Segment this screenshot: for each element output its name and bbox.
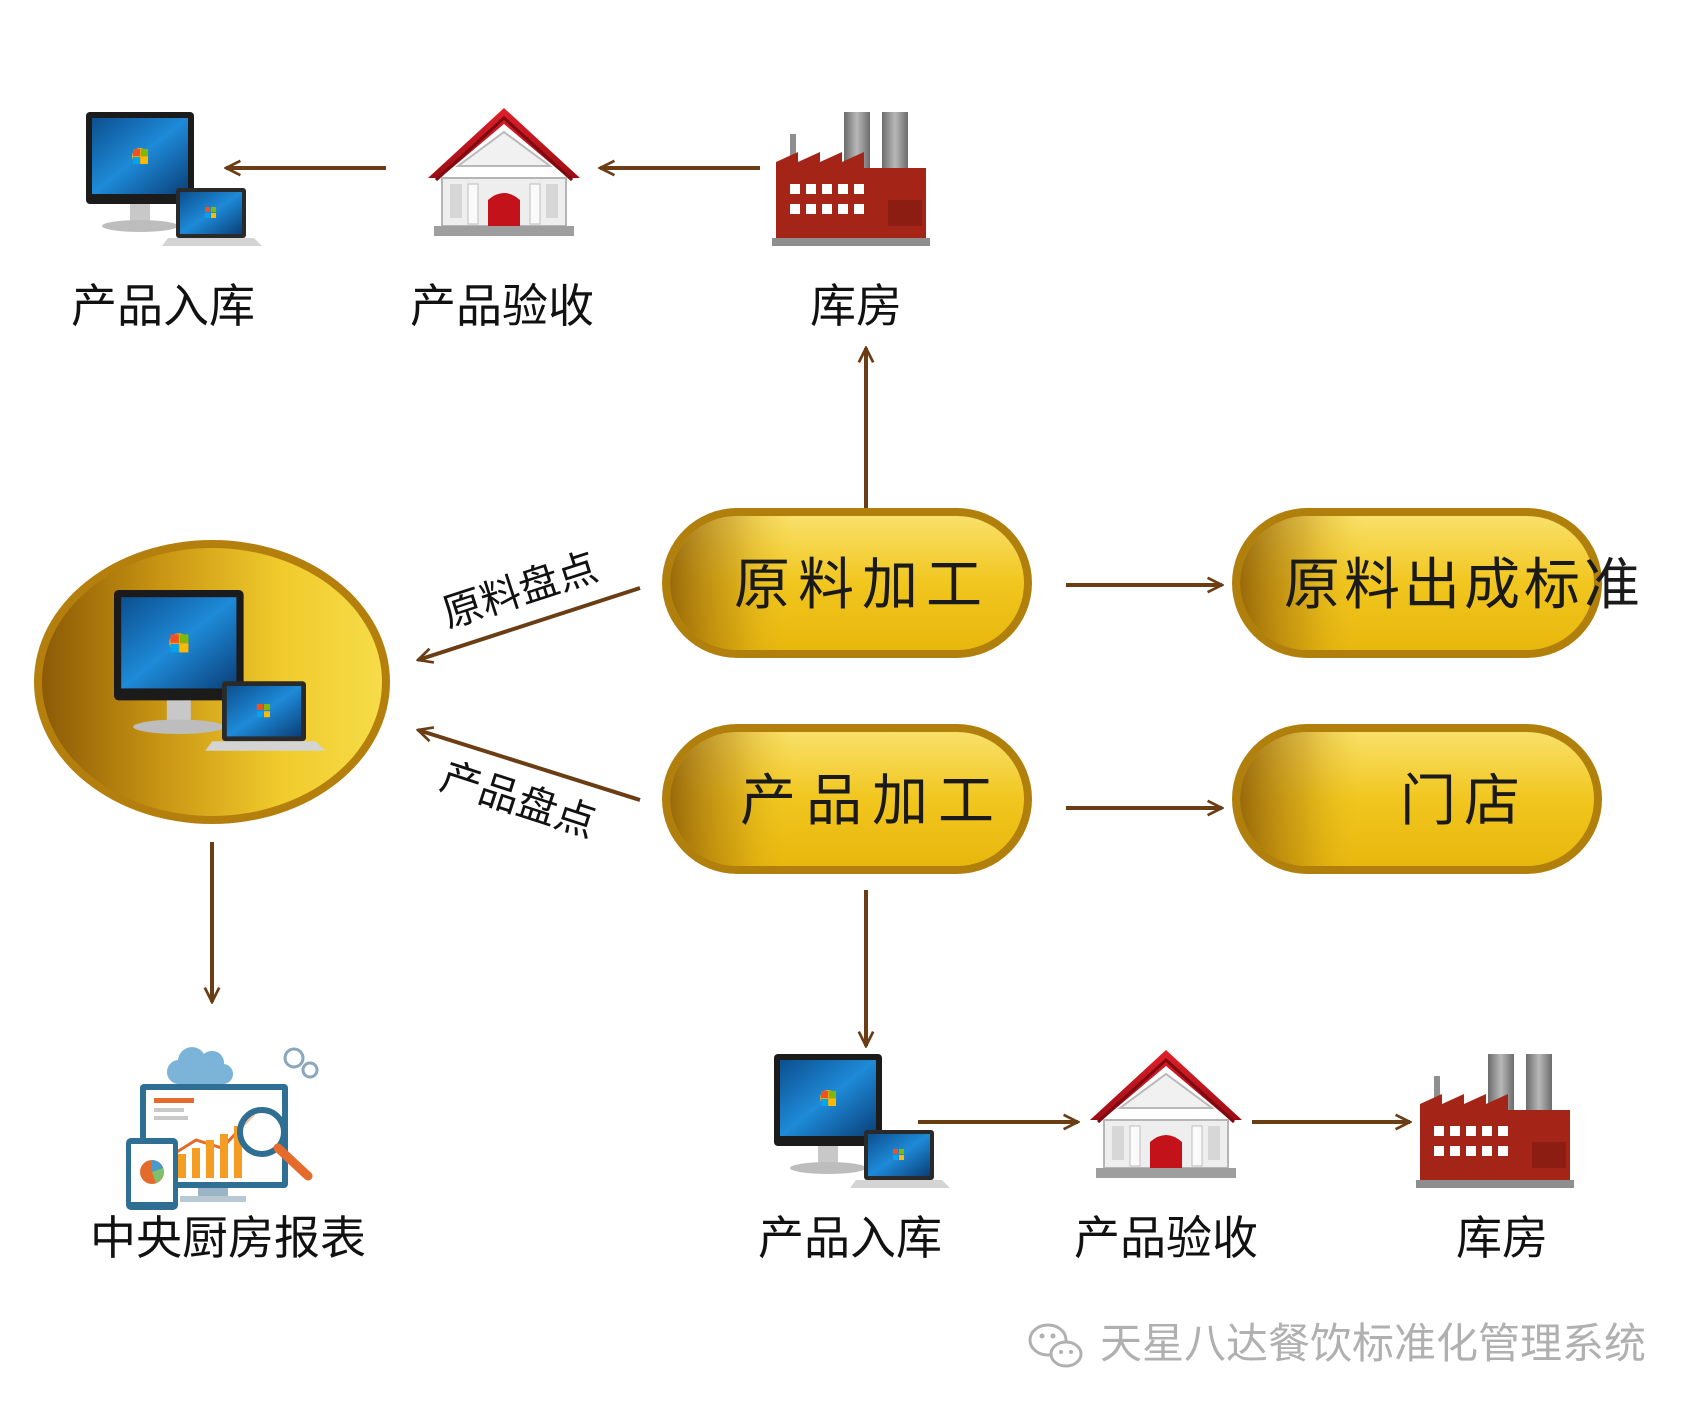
- pill-product-processing-label: 产品加工: [740, 769, 1004, 834]
- raw-inventory-label: 原料盘点: [437, 544, 603, 637]
- top-factory-icon: [772, 112, 930, 246]
- product-inventory-label: 产品盘点: [435, 754, 601, 847]
- watermark-text: 天星八达餐饮标准化管理系统: [1100, 1319, 1646, 1368]
- top-house-icon: [426, 106, 582, 238]
- pill-product-processing: 产品加工: [662, 724, 1032, 874]
- top-warehouse-label: 库房: [810, 279, 902, 333]
- top-computer-icon: [86, 112, 262, 246]
- central-hub: [34, 540, 390, 824]
- pill-raw-yield-standard: 原料出成标准: [1232, 508, 1644, 658]
- pill-raw-yield-standard-label: 原料出成标准: [1284, 553, 1644, 618]
- report-dashboard-icon: [126, 1047, 319, 1210]
- top-product-acceptance-label: 产品验收: [410, 279, 594, 333]
- central-kitchen-report-label: 中央厨房报表: [90, 1211, 366, 1265]
- pill-store-label: 门店: [1400, 769, 1528, 834]
- arrow-raw-inventory: [418, 586, 641, 660]
- pill-raw-processing-label: 原料加工: [734, 553, 990, 618]
- bottom-house-icon: [1088, 1048, 1244, 1180]
- arrow-product-inventory: [418, 730, 641, 802]
- bottom-product-inbound-label: 产品入库: [758, 1211, 942, 1265]
- bottom-product-acceptance-label: 产品验收: [1074, 1211, 1258, 1265]
- pill-store: 门店: [1232, 724, 1602, 874]
- top-product-inbound-label: 产品入库: [71, 279, 255, 333]
- wechat-icon: [1028, 1323, 1083, 1368]
- bottom-factory-icon: [1416, 1054, 1574, 1188]
- bottom-warehouse-label: 库房: [1456, 1211, 1548, 1265]
- pill-raw-processing: 原料加工: [662, 508, 1032, 658]
